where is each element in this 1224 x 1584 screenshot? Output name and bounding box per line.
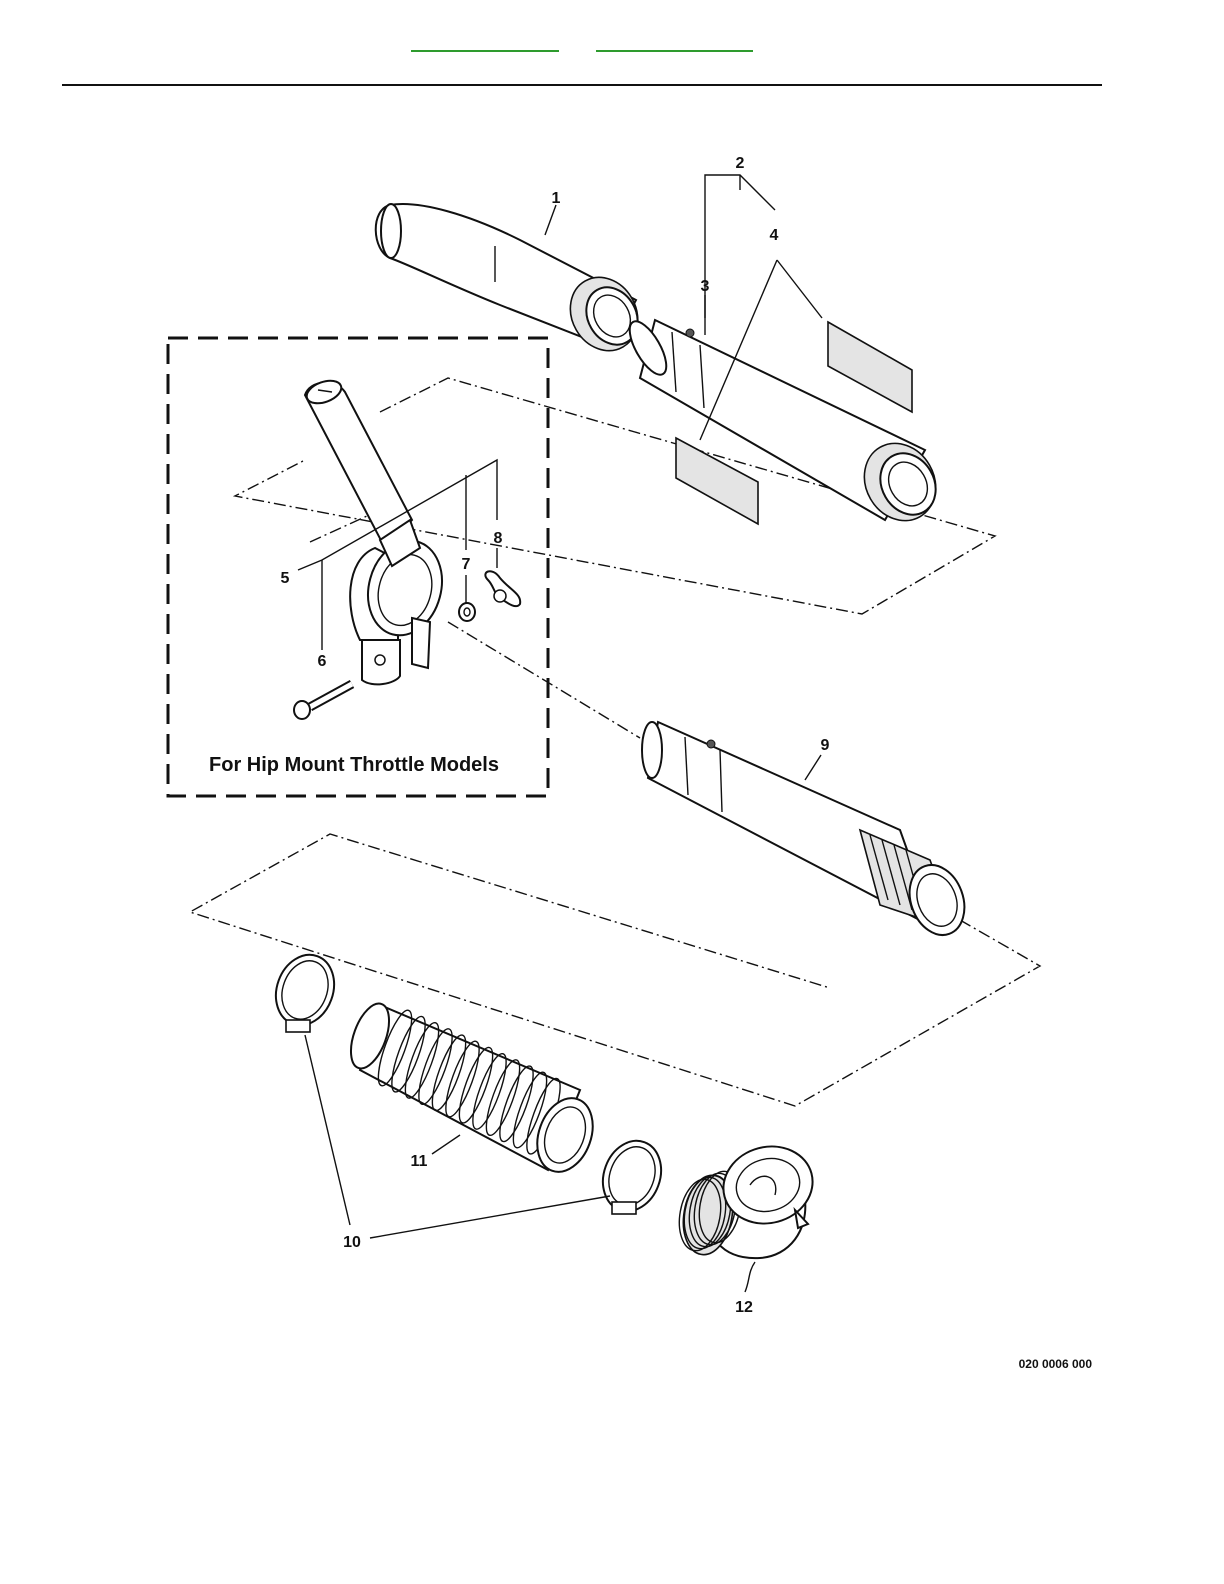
straight-tube bbox=[623, 316, 950, 534]
callout-9: 9 bbox=[821, 737, 830, 754]
bellows-hose bbox=[343, 999, 602, 1180]
callout-2: 2 bbox=[736, 155, 745, 172]
wing-nut bbox=[485, 571, 520, 606]
callout-1: 1 bbox=[552, 190, 561, 207]
inset-caption: For Hip Mount Throttle Models bbox=[209, 754, 499, 776]
throttle-bracket bbox=[304, 376, 453, 684]
lower-tube bbox=[642, 722, 974, 943]
callout-3: 3 bbox=[701, 278, 710, 295]
callout-8: 8 bbox=[494, 530, 503, 547]
callout-7: 7 bbox=[462, 556, 471, 573]
elbow-fitting bbox=[674, 1137, 821, 1259]
callout-6: 6 bbox=[318, 653, 327, 670]
hip-mount-inset: For Hip Mount Throttle Models bbox=[168, 338, 548, 796]
callout-4: 4 bbox=[770, 227, 779, 244]
screw bbox=[294, 684, 352, 719]
callout-5: 5 bbox=[281, 570, 290, 587]
callout-12: 12 bbox=[735, 1299, 753, 1316]
callout-11: 11 bbox=[411, 1153, 428, 1170]
washer bbox=[459, 603, 475, 621]
figure-code: 020 0006 000 bbox=[1019, 1357, 1093, 1371]
hose-clamp-right bbox=[593, 1133, 670, 1220]
callout-10: 10 bbox=[343, 1234, 361, 1251]
hose-clamp-left bbox=[266, 947, 343, 1034]
